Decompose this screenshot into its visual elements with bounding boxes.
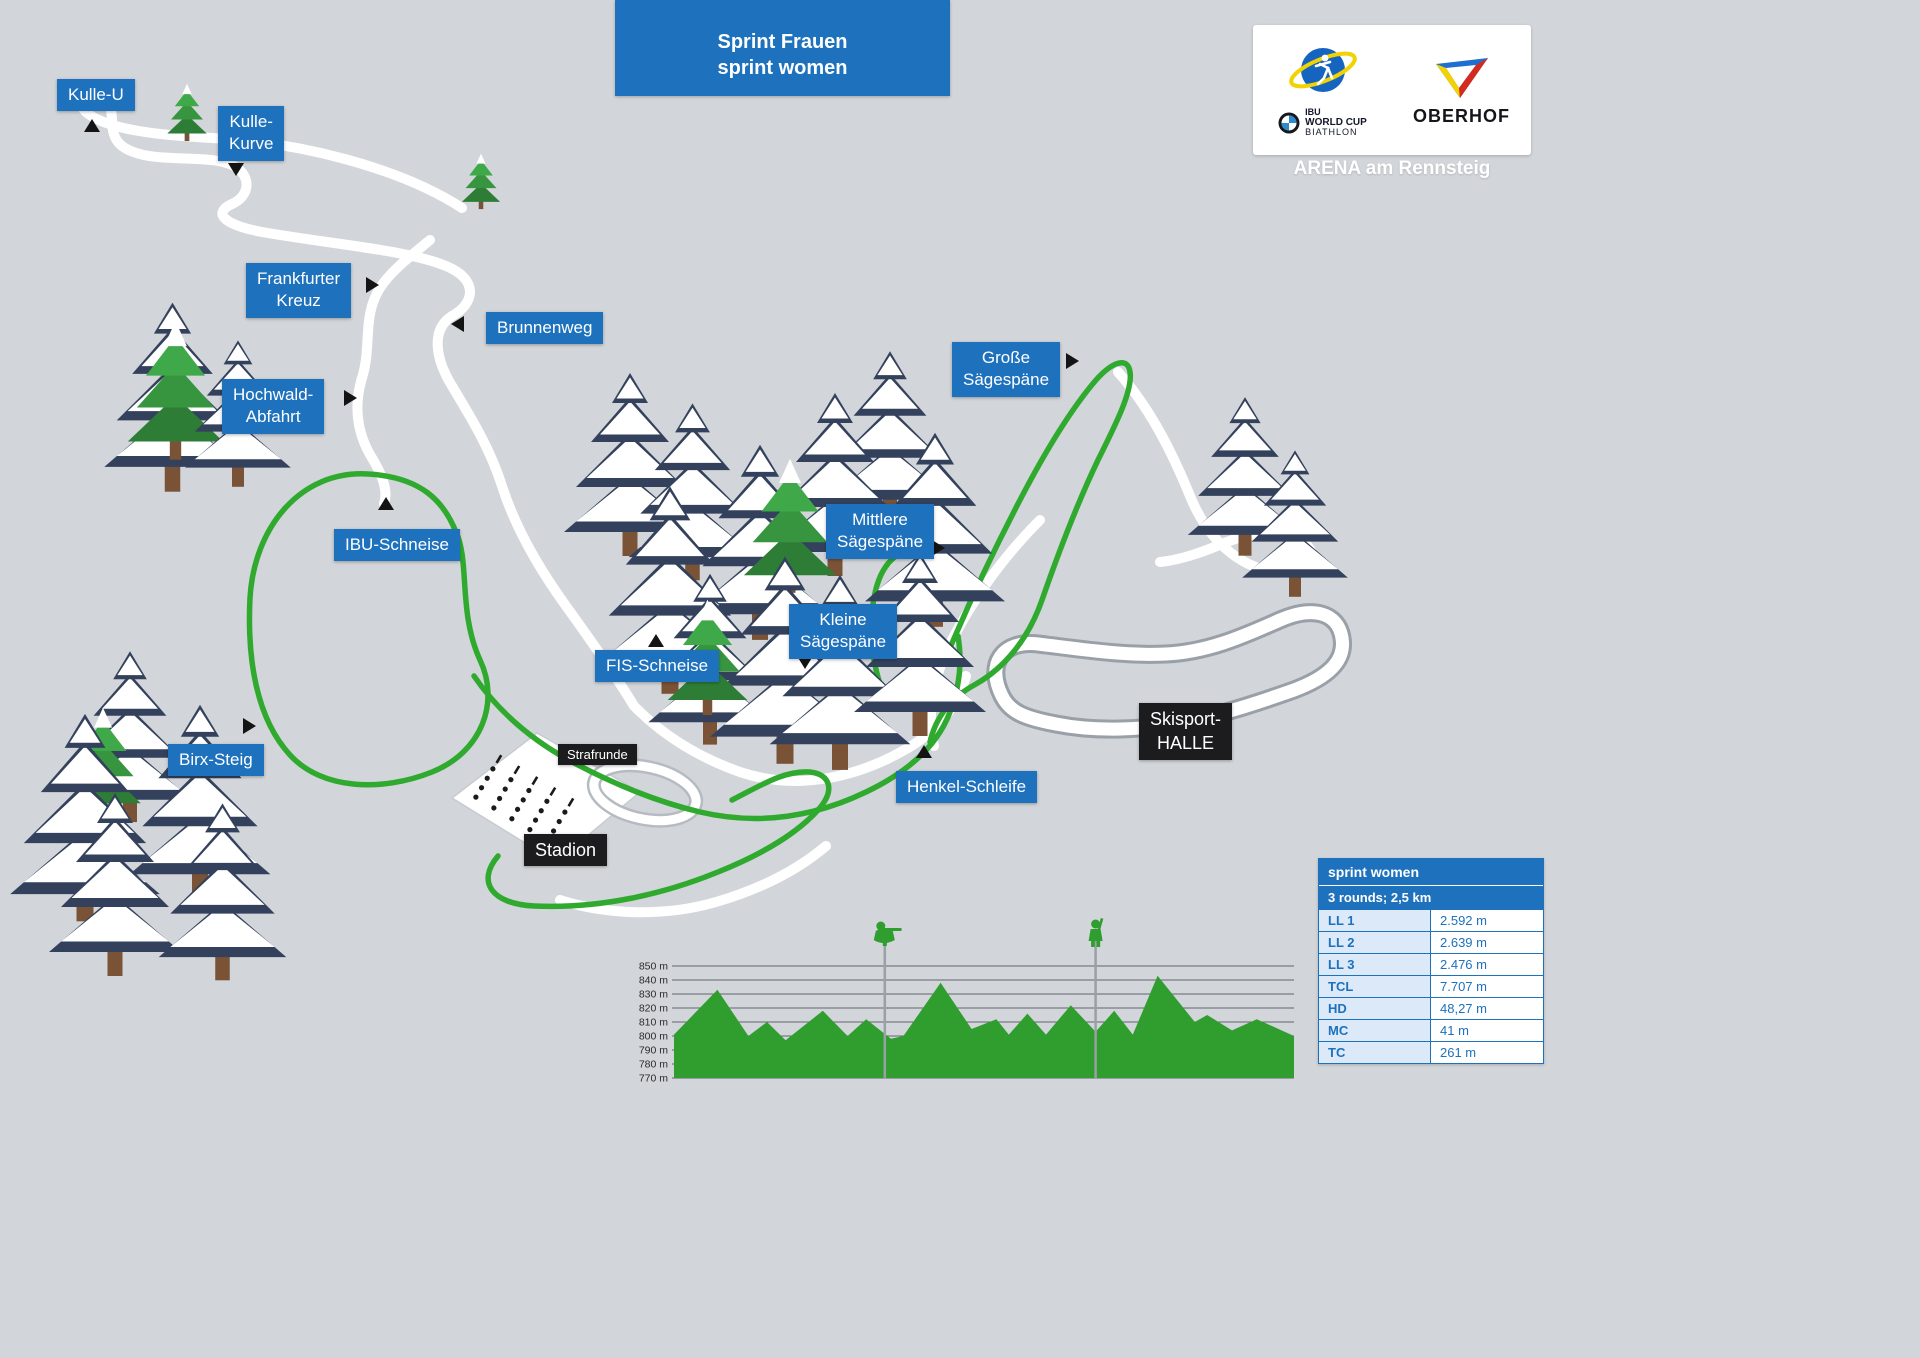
course-marker-grosse-saegespaene: [1066, 353, 1079, 369]
course-marker-fis-schneise: [648, 634, 664, 647]
ytick-label: 770 m: [639, 1073, 668, 1085]
oberhof-logo: OBERHOF: [1392, 25, 1531, 155]
shooter-prone-icon: [873, 921, 902, 946]
ytick-label: 820 m: [639, 1003, 668, 1015]
stat-value: 261 m: [1431, 1042, 1543, 1063]
oberhof-arrow-icon: [1435, 57, 1488, 98]
ytick-label: 850 m: [639, 961, 668, 973]
trail-kulle-loop: [75, 84, 475, 321]
ytick-label: 780 m: [639, 1059, 668, 1071]
site-label-strafrunde: Strafrunde: [558, 744, 637, 765]
course-label-mittlere-saegespaene: Mittlere Sägespäne: [826, 504, 935, 559]
stat-label: TCL: [1319, 976, 1431, 997]
trail-frankfurter: [352, 235, 435, 509]
stat-value: 2.592 m: [1431, 910, 1543, 931]
ytick-label: 790 m: [639, 1045, 668, 1057]
green-stadium-loop: [485, 769, 832, 910]
elevation-chart: 850 m 840 m 830 m 820 m 810 m 800 m 790 m 780 m…: [636, 918, 1306, 1091]
course-marker-kulle-u: [84, 119, 100, 132]
brand-card: IBU WORLD CUP BIATHLON OBERHOF: [1253, 25, 1531, 155]
course-marker-kulle-kurve: [228, 163, 244, 176]
course-marker-ibu-schneise: [378, 497, 394, 510]
trail-stadium-exit: [555, 841, 831, 918]
course-label-hochwald-abfahrt: Hochwald- Abfahrt: [222, 379, 325, 434]
course-label-kulle-u: Kulle-U: [57, 79, 135, 112]
course-label-brunnenweg: Brunnenweg: [486, 312, 604, 345]
site-label-skisport-halle: Skisport- HALLE: [1139, 703, 1233, 760]
stat-value: 7.707 m: [1431, 976, 1543, 997]
course-marker-birx-steig: [243, 718, 256, 734]
oberhof-wordmark: OBERHOF: [1413, 105, 1510, 126]
event-title-line2: sprint women: [717, 56, 848, 79]
stat-label: LL 2: [1319, 932, 1431, 953]
trees: [10, 83, 1348, 981]
ytick-label: 830 m: [639, 989, 668, 1001]
stat-value: 41 m: [1431, 1020, 1543, 1041]
course-marker-kleine-saegespaene: [797, 656, 813, 669]
stats-table-subheader: 3 rounds; 2,5 km: [1319, 885, 1543, 909]
ytick-label: 800 m: [639, 1031, 668, 1043]
course-marker-henkel-schleife: [916, 745, 932, 758]
ytick-label: 840 m: [639, 975, 668, 987]
skisport-halle-track: [986, 603, 1352, 739]
course-marker-frankfurter-kreuz: [366, 277, 379, 293]
ibu-wordmark: IBU WORLD CUP BIATHLON: [1278, 107, 1367, 138]
course-marker-hochwald-abfahrt: [344, 390, 357, 406]
stat-label: MC: [1319, 1020, 1431, 1041]
tree-icon: [461, 153, 501, 210]
ibu-line-2: WORLD CUP: [1305, 116, 1367, 128]
stadium-range: [450, 732, 642, 863]
ytick-label: 810 m: [639, 1017, 668, 1029]
stat-value: 48,27 m: [1431, 998, 1543, 1019]
green-left-loop: [246, 471, 491, 788]
course-label-fis-schneise: FIS-Schneise: [595, 650, 720, 683]
course-label-frankfurter-kreuz: Frankfurter Kreuz: [246, 263, 352, 318]
tree-icon: [158, 803, 287, 981]
green-saegespaene-loop: [927, 360, 1134, 745]
ibu-globe-icon: [1288, 48, 1357, 93]
stat-value: 2.476 m: [1431, 954, 1543, 975]
event-title: Sprint Frauen sprint women: [615, 0, 950, 96]
course-marker-mittlere-saegespaene: [932, 540, 945, 556]
stat-label: LL 3: [1319, 954, 1431, 975]
course-label-birx-steig: Birx-Steig: [168, 744, 264, 777]
elevation-area: [674, 975, 1294, 1078]
stat-label: LL 1: [1319, 910, 1431, 931]
course-label-grosse-saegespaene: Große Sägespäne: [952, 342, 1061, 397]
penalty-loop: [586, 758, 704, 828]
course-label-ibu-schneise: IBU-Schneise: [334, 529, 460, 562]
tree-icon: [127, 321, 224, 460]
shooter-standing-icon: [1088, 918, 1104, 947]
ibu-lines: IBU WORLD CUP BIATHLON: [1305, 107, 1367, 138]
arena-text: ARENA am Rennsteig: [1293, 158, 1491, 179]
ibu-line-1: IBU: [1305, 107, 1321, 118]
elevation-chart-svg: 850 m 840 m 830 m 820 m 810 m 800 m 790 m 780 m…: [639, 918, 1294, 1085]
target-column: [473, 754, 503, 800]
stats-table-header: sprint women: [1319, 859, 1543, 885]
event-title-line1: Sprint Frauen: [717, 30, 848, 53]
course-label-henkel-schleife: Henkel-Schleife: [896, 771, 1038, 804]
course-marker-brunnenweg: [451, 316, 464, 332]
site-label-stadion: Stadion: [524, 834, 608, 867]
stat-label: HD: [1319, 998, 1431, 1019]
course-label-kulle-kurve: Kulle- Kurve: [218, 106, 285, 161]
stat-value: 2.639 m: [1431, 932, 1543, 953]
ibu-line-3: BIATHLON: [1305, 127, 1358, 138]
stat-label: TC: [1319, 1042, 1431, 1063]
tree-icon: [167, 83, 207, 142]
course-label-kleine-saegespaene: Kleine Sägespäne: [789, 604, 898, 659]
ibu-logo: IBU WORLD CUP BIATHLON: [1253, 25, 1392, 155]
bmw-roundel-icon: [1278, 112, 1300, 134]
trail-brunnenweg: [432, 311, 639, 711]
